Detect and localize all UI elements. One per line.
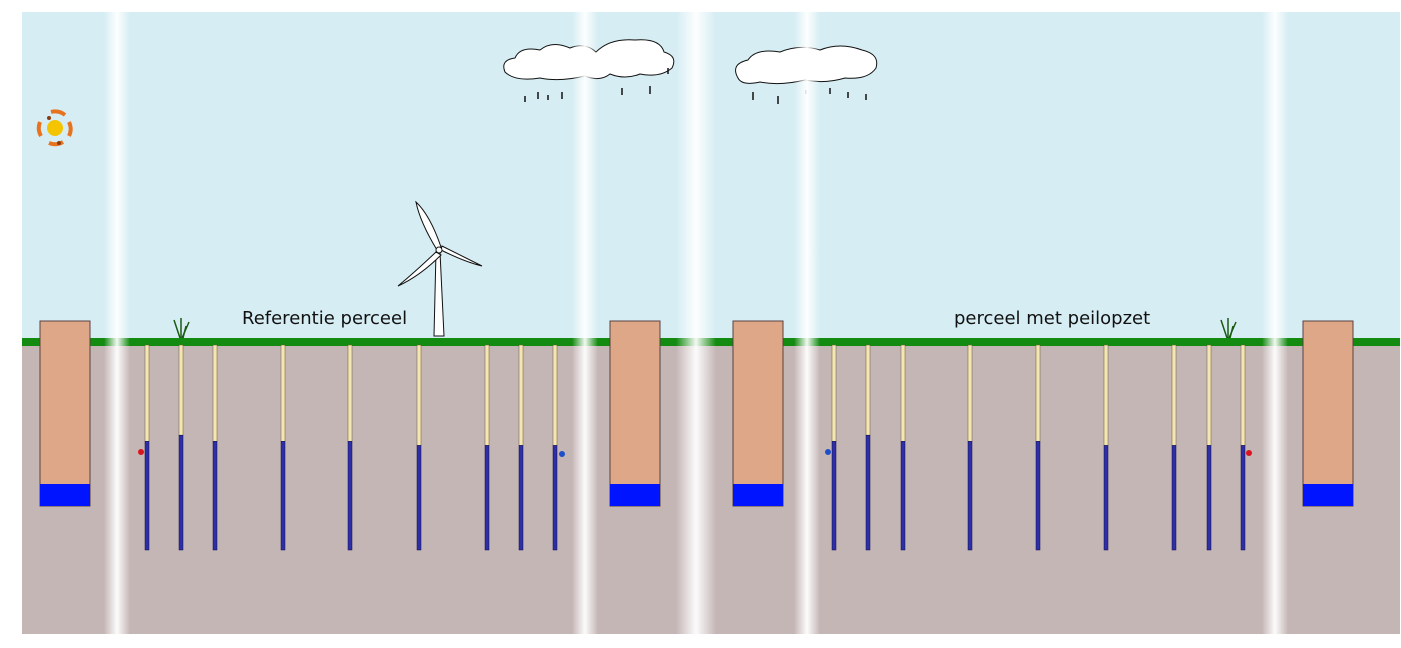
pipe-water-part bbox=[1035, 441, 1041, 551]
pipe-water-part bbox=[1206, 445, 1212, 551]
pipe-dry-part bbox=[900, 344, 906, 442]
pipe-water-part bbox=[416, 445, 422, 551]
ditch-body bbox=[609, 320, 661, 507]
fog-bands bbox=[104, 12, 1288, 634]
pipe-dry-part bbox=[865, 344, 871, 436]
ditch bbox=[732, 320, 784, 507]
piezometer-right bbox=[967, 344, 973, 551]
pipe-dry-part bbox=[416, 344, 422, 446]
ditch-body bbox=[1302, 320, 1354, 507]
ditch-water bbox=[610, 484, 660, 506]
pipe-water-part bbox=[552, 445, 558, 551]
pipe-dry-part bbox=[347, 344, 353, 442]
pipe-dry-part bbox=[144, 344, 150, 442]
pipe-water-part bbox=[865, 434, 871, 551]
piezometer-left bbox=[347, 344, 353, 551]
piezometer-right bbox=[1206, 344, 1212, 551]
pipe-dry-part bbox=[967, 344, 973, 442]
piezometer-right bbox=[1240, 344, 1246, 551]
pipe-dry-part bbox=[518, 344, 524, 446]
pipe-water-part bbox=[280, 441, 286, 551]
piezometer-left bbox=[484, 344, 490, 551]
pipe-dry-part bbox=[1103, 344, 1109, 446]
ditch-water bbox=[1303, 484, 1353, 506]
ditch bbox=[1302, 320, 1354, 507]
pipe-water-part bbox=[1240, 445, 1246, 551]
pipe-water-part bbox=[831, 441, 837, 551]
pipe-water-part bbox=[144, 441, 150, 551]
pipe-dry-part bbox=[552, 344, 558, 446]
ditch-water bbox=[733, 484, 783, 506]
piezometer-right bbox=[1103, 344, 1109, 551]
piezometer-right bbox=[865, 344, 871, 551]
pipe-dry-part bbox=[1035, 344, 1041, 442]
piezometer-left bbox=[144, 344, 150, 551]
pipe-water-part bbox=[212, 441, 218, 551]
marker-red bbox=[1246, 450, 1252, 456]
pipe-dry-part bbox=[1206, 344, 1212, 446]
piezometer-left bbox=[212, 344, 218, 551]
plot-label-reference: Referentie perceel bbox=[242, 308, 408, 329]
pipe-water-part bbox=[518, 445, 524, 551]
pipe-dry-part bbox=[178, 344, 184, 436]
pipe-dry-part bbox=[212, 344, 218, 442]
pipe-dry-part bbox=[484, 344, 490, 446]
grass-icon bbox=[173, 318, 1237, 339]
marker-blue bbox=[825, 449, 831, 455]
wind-turbine-icon bbox=[397, 200, 483, 337]
pipe-water-part bbox=[178, 434, 184, 551]
ditch-body bbox=[732, 320, 784, 507]
pipe-water-part bbox=[1103, 445, 1109, 551]
pipe-dry-part bbox=[1171, 344, 1177, 446]
pipe-water-part bbox=[484, 445, 490, 551]
piezometer-left bbox=[518, 344, 524, 551]
piezometer-group bbox=[144, 344, 1246, 551]
marker-red bbox=[138, 449, 144, 455]
pipe-water-part bbox=[967, 441, 973, 551]
plot-label-raised-level: perceel met peilopzet bbox=[954, 308, 1151, 329]
piezometer-left bbox=[280, 344, 286, 551]
pipe-dry-part bbox=[831, 344, 837, 442]
piezometer-right bbox=[831, 344, 837, 551]
piezometer-left bbox=[178, 344, 184, 551]
marker-blue bbox=[559, 451, 565, 457]
piezometer-right bbox=[900, 344, 906, 551]
ditch-water bbox=[40, 484, 90, 506]
ditch-group bbox=[39, 320, 1354, 507]
piezometer-right bbox=[1171, 344, 1177, 551]
piezometer-right bbox=[1035, 344, 1041, 551]
sun-icon bbox=[36, 109, 73, 147]
piezometer-left bbox=[552, 344, 558, 551]
ditch-body bbox=[39, 320, 91, 507]
pipe-dry-part bbox=[280, 344, 286, 442]
pipe-water-part bbox=[1171, 445, 1177, 551]
ditch bbox=[609, 320, 661, 507]
pipe-water-part bbox=[900, 441, 906, 551]
ditch bbox=[39, 320, 91, 507]
pipe-water-part bbox=[347, 441, 353, 551]
pipe-dry-part bbox=[1240, 344, 1246, 446]
piezometer-left bbox=[416, 344, 422, 551]
